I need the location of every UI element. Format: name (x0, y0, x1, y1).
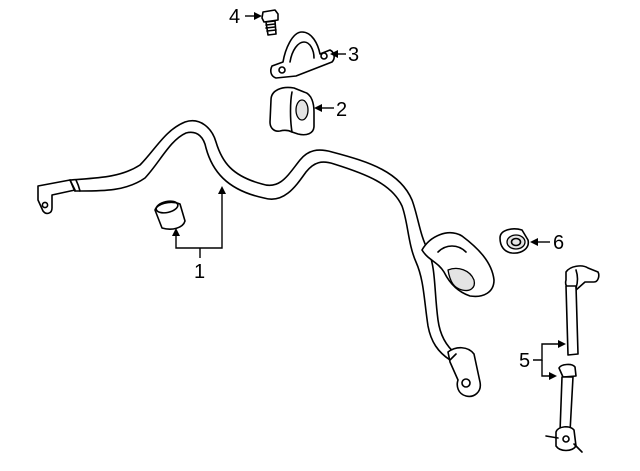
callout-3: 3 (348, 44, 359, 66)
leader-lines (172, 12, 566, 380)
stabilizer-link-upper (564, 265, 600, 356)
bolt (261, 9, 279, 36)
callout-2: 2 (336, 99, 347, 121)
grommet (499, 228, 530, 254)
stabilizer-link-lower (545, 363, 583, 453)
insulator-bushing (269, 86, 315, 136)
stabilizer-bar (37, 120, 495, 398)
callout-1: 1 (194, 261, 205, 283)
callout-4: 4 (229, 6, 240, 28)
bushing-bracket (270, 31, 335, 79)
callout-6: 6 (553, 232, 564, 254)
callout-5: 5 (519, 350, 530, 372)
bar-bushing (154, 200, 186, 230)
